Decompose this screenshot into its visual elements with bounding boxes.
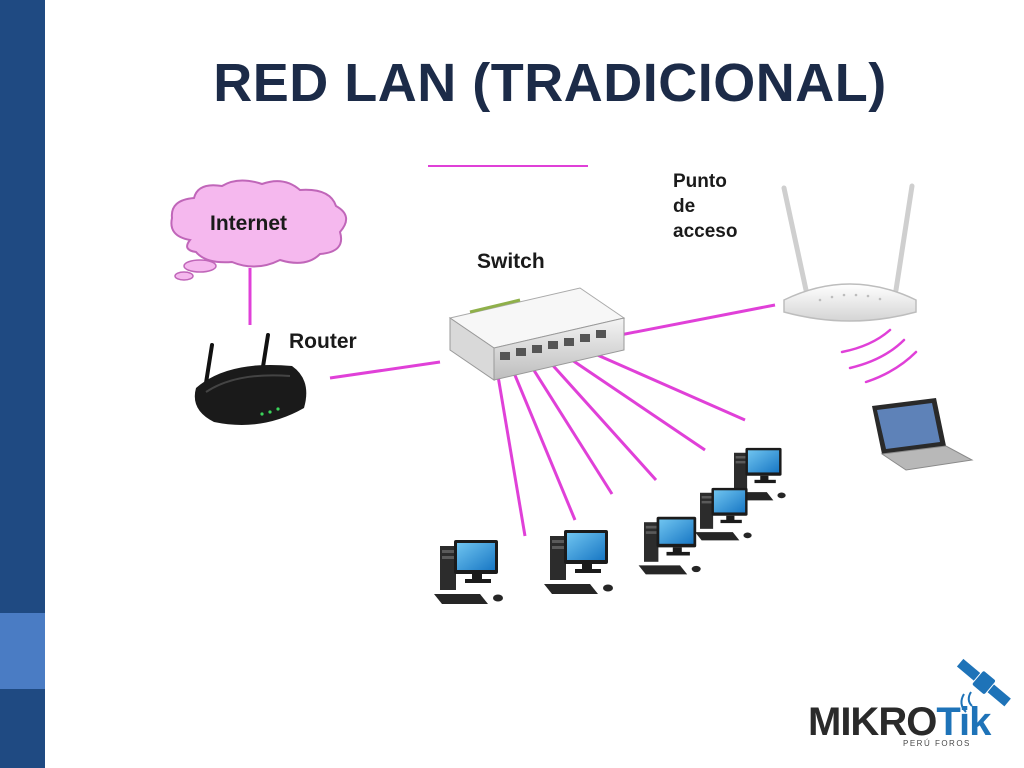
links [248, 268, 776, 537]
internet-cloud-icon [170, 179, 347, 281]
link-switch-pc2 [510, 367, 577, 521]
slide-title: RED LAN (TRADICIONAL) [213, 53, 887, 113]
internet-label: Internet [210, 212, 287, 235]
pc-icon [544, 530, 613, 594]
link-router-switch [329, 360, 441, 380]
access-point-icon [781, 183, 917, 322]
switch-icon [448, 287, 626, 381]
laptop-icon [872, 398, 974, 471]
switch-label: Switch [477, 250, 545, 273]
access-point-label-line2: de [673, 196, 695, 217]
link-switch-pc1 [495, 369, 527, 537]
router-label: Router [289, 330, 357, 353]
side-accent-block [0, 613, 45, 689]
pc-icon [638, 516, 701, 575]
router-icon [194, 333, 307, 425]
logo-main-text: MIKRO [808, 700, 937, 744]
link-switch-pc6 [585, 348, 746, 422]
link-switch-ap [619, 303, 776, 337]
logo-accent-text: Tik [936, 700, 991, 744]
access-point-label-line1: Punto [673, 171, 727, 192]
pc-icon [695, 487, 752, 541]
link-switch-pc4 [546, 358, 658, 482]
access-point-label-line3: acceso [673, 221, 737, 242]
wifi-waves-icon [840, 328, 918, 384]
link-switch-pc3 [528, 363, 614, 495]
link-switch-pc5 [565, 354, 706, 452]
logo-subtitle: PERÚ FOROS [903, 739, 971, 748]
mikrotik-logo: MIKROTik [808, 700, 991, 745]
pc-icon [434, 540, 503, 604]
satellite-icon [956, 658, 1011, 713]
